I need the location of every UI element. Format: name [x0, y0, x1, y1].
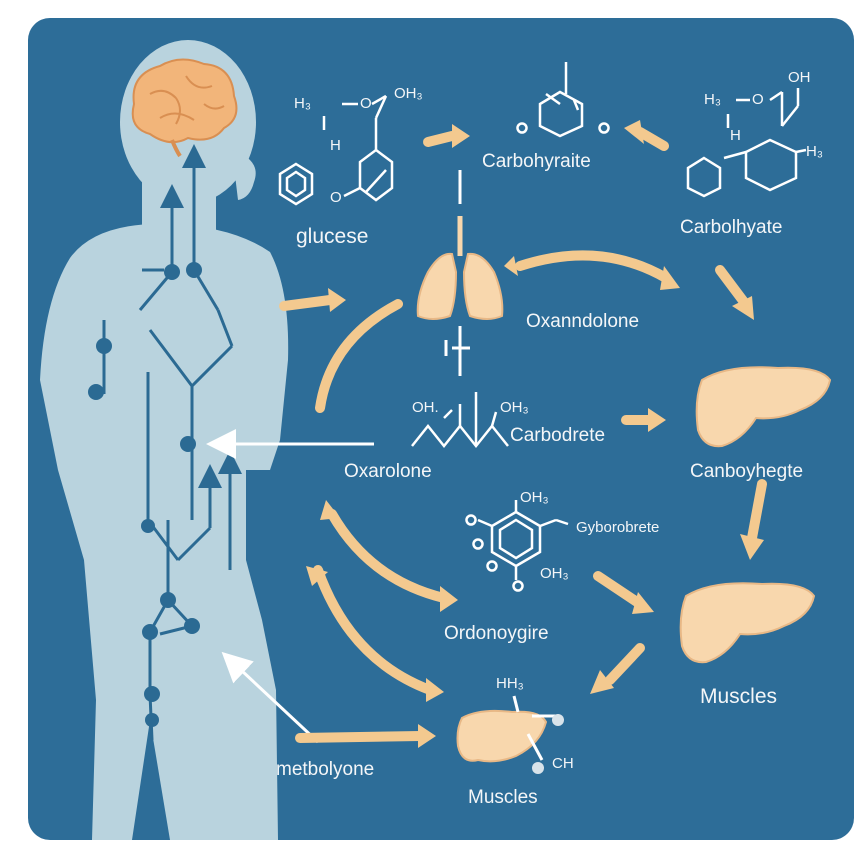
- brain-icon: [131, 58, 238, 158]
- molecule-icon: [322, 94, 394, 202]
- label-gyborobrete: Gyborobrete: [576, 519, 660, 536]
- flow-arrows: [279, 120, 767, 748]
- chem-mol1-o: O: [360, 95, 372, 112]
- label-oxarolone: Oxarolone: [344, 461, 432, 482]
- label-muscles-right: Muscles: [700, 685, 778, 708]
- molecule-icon: [538, 62, 584, 138]
- neural-pathway: [102, 144, 242, 741]
- chem-mol3-h3b: H₃: [806, 143, 823, 160]
- oxygen-atoms: [465, 122, 610, 592]
- chem-mol6-hh3: HH₃: [496, 675, 524, 692]
- chem-mol1-oh3: OH₃: [394, 85, 423, 102]
- chem-mol4-oh: OH.: [412, 399, 439, 416]
- chem-mol3-h: H: [730, 127, 741, 144]
- benzene-ring-icon: [278, 162, 314, 206]
- chem-mol1-h3: H₃: [294, 95, 311, 112]
- label-carbohydrate-top: Carbohyraite: [482, 151, 591, 172]
- label-ordonoygire: Ordonoygire: [444, 623, 549, 644]
- chem-mol6-ch: CH: [552, 755, 574, 772]
- molecule-icon: [411, 392, 509, 449]
- chem-mol4-oh3: OH₃: [500, 399, 529, 416]
- muscle-organ-icon: [456, 695, 564, 774]
- label-metbolyone: metbolyone: [276, 759, 375, 780]
- chem-mol5-oh3: OH₃: [520, 489, 549, 506]
- label-carbohydrate-right: Carbolhyate: [680, 217, 783, 238]
- chem-mol1-o2: O: [330, 189, 342, 206]
- label-oxandrolone: Oxanndolone: [526, 311, 640, 332]
- label-glucose: glucese: [296, 225, 369, 248]
- pointer-arrow-metbolyone: [221, 651, 320, 744]
- chem-mol5-oh3b: OH₃: [540, 565, 569, 582]
- chem-mol1-h: H: [330, 137, 341, 154]
- chem-mol3-h3: H₃: [704, 91, 721, 108]
- label-carboyhegte: Canboyhegte: [690, 461, 804, 482]
- chem-mol3-oh: OH: [788, 69, 811, 86]
- pathway-nodes: [88, 262, 202, 727]
- chem-mol3-o: O: [752, 91, 764, 108]
- lungs-icon: [416, 170, 504, 376]
- molecule-icon: [686, 88, 807, 198]
- label-carbodrete: Carbodrete: [510, 425, 606, 446]
- label-muscles-bottom: Muscles: [468, 787, 538, 808]
- liver-icon: [695, 366, 832, 448]
- molecule-icon: [477, 500, 569, 580]
- liver-icon: [679, 582, 816, 664]
